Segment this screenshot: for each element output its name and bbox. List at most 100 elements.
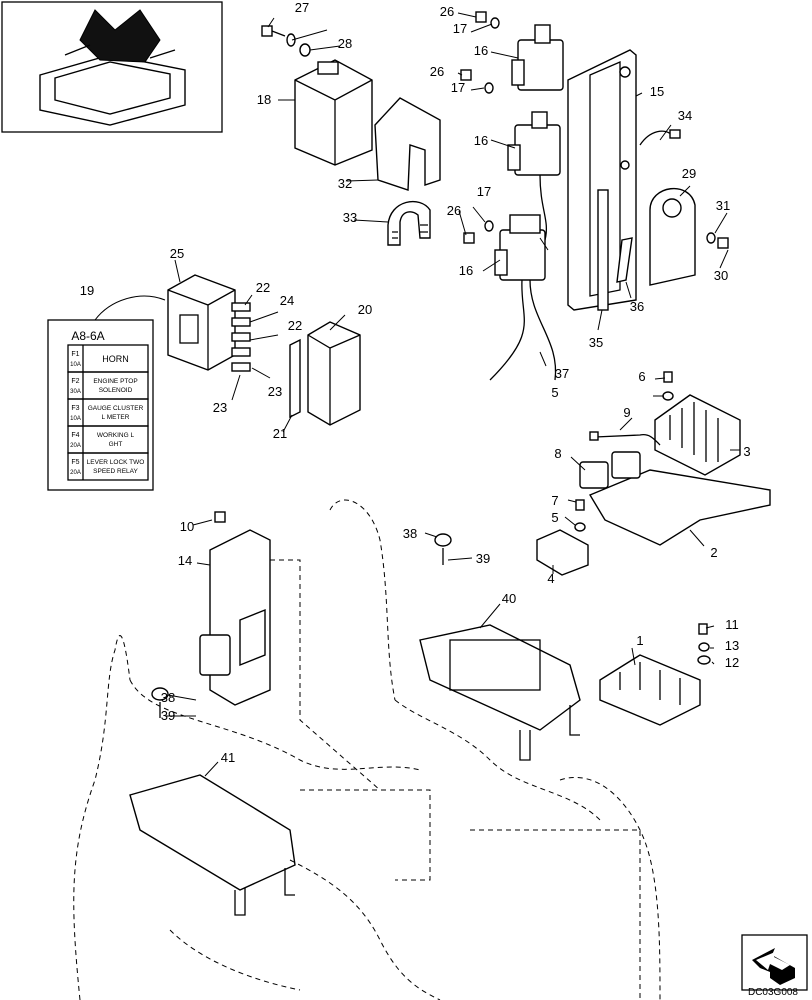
relay-18: [294, 59, 373, 166]
callout-29: 29: [682, 166, 696, 181]
fuse-circuit-label: SPEED RELAY: [93, 468, 138, 475]
callout-16: 16: [474, 43, 488, 58]
callout-27: 27: [295, 0, 309, 15]
fuse-amperage: 10A: [70, 416, 81, 422]
callout-17: 17: [453, 21, 467, 36]
callout-39: 39: [161, 708, 175, 723]
callout-9: 9: [623, 405, 630, 420]
callout-37: 37: [555, 366, 569, 381]
callout-15: 15: [650, 84, 664, 99]
callout-6: 6: [638, 369, 645, 384]
relay-16-bottom: [489, 214, 557, 381]
fuse-label-19: A8-6A F1 10A HORN F2 30A ENGINE PTOP SOLENOID F…: [47, 295, 166, 491]
callout-34: 34: [678, 108, 692, 123]
callout-33: 33: [343, 210, 357, 225]
callout-38: 38: [403, 526, 417, 541]
fuse-amperage: 20A: [70, 470, 81, 476]
callout-31: 31: [716, 198, 730, 213]
fuse-box-25: [167, 274, 236, 371]
callout-23: 23: [268, 384, 282, 399]
callout-41: 41: [221, 750, 235, 765]
callout-4: 4: [547, 571, 554, 586]
drawing-code: DC03G008: [747, 987, 798, 998]
callout-13: 13: [725, 638, 739, 653]
fuse-circuit-label: LEVER LOCK TWO: [87, 459, 145, 466]
fuse-circuit-label: SOLENOID: [99, 387, 133, 394]
callout-11: 11: [725, 617, 739, 632]
fuse-circuit-label: L METER: [102, 414, 130, 421]
fuse-circuit-label: WORKING L: [97, 432, 135, 439]
fuse-id: F2: [71, 378, 79, 385]
callout-23: 23: [213, 400, 227, 415]
callout-32: 32: [338, 176, 352, 191]
fuse-amperage: 30A: [70, 389, 81, 395]
callout-28: 28: [338, 36, 352, 51]
fuse-id: F3: [71, 405, 79, 412]
fuse-id: F4: [71, 432, 79, 439]
callout-21: 21: [273, 426, 287, 441]
fuse-circuit-label: ENGINE PTOP: [93, 378, 137, 385]
navigation-arrow-icon[interactable]: [741, 934, 808, 991]
relay-16-top: [511, 24, 564, 91]
callout-16: 16: [474, 133, 488, 148]
fuse-id: F5: [71, 459, 79, 466]
controller-1: [599, 654, 701, 726]
fuse-amperage: 10A: [70, 362, 81, 368]
callout-17: 17: [477, 184, 491, 199]
fuse-row-cell: [67, 452, 149, 481]
strip-36: [616, 237, 633, 283]
fuse-box-title: A8-6A: [71, 329, 104, 343]
callout-8: 8: [554, 446, 561, 461]
callout-3: 3: [743, 444, 750, 459]
fuse-amperage: 20A: [70, 443, 81, 449]
callout-38: 38: [161, 690, 175, 705]
console-cover-41: [129, 774, 296, 916]
callout-39: 39: [476, 551, 490, 566]
plate-bracket-2: [588, 469, 771, 546]
callout-40: 40: [502, 591, 516, 606]
callout-19: 19: [80, 283, 94, 298]
callout-1: 1: [636, 633, 643, 648]
machine-overview-inset: [1, 1, 223, 133]
callout-12: 12: [725, 655, 739, 670]
callout-30: 30: [714, 268, 728, 283]
callout-10: 10: [180, 519, 194, 534]
hardware-bolts: [151, 11, 729, 718]
regulator-3: [654, 394, 741, 476]
callout-22: 22: [288, 318, 302, 333]
relay-mount-14: [199, 529, 271, 706]
callout-20: 20: [358, 302, 372, 317]
fuse-id: F1: [71, 351, 79, 358]
cab-outline-dashed: [73, 499, 661, 1000]
controller-4: [536, 529, 589, 576]
relay-16-middle: [507, 111, 561, 241]
callout-26: 26: [430, 64, 444, 79]
connector-8: [579, 451, 641, 489]
fuse-circuit-label: HORN: [102, 354, 129, 364]
callout-26: 26: [440, 4, 454, 19]
callout-25: 25: [170, 246, 184, 261]
callout-14: 14: [178, 553, 192, 568]
callout-2: 2: [710, 545, 717, 560]
callout-36: 36: [630, 299, 644, 314]
callout-16: 16: [459, 263, 473, 278]
callout-18: 18: [257, 92, 271, 107]
harness-34: [639, 129, 681, 146]
relay-20: [307, 321, 361, 426]
harness-9: [589, 431, 661, 446]
callout-5: 5: [551, 385, 558, 400]
bracket-21: [289, 338, 301, 419]
leader-lines: [165, 12, 740, 777]
callout-5: 5: [551, 510, 558, 525]
callout-24: 24: [280, 293, 294, 308]
callout-35: 35: [589, 335, 603, 350]
switch-panel-40: [419, 624, 581, 761]
cover-29: [649, 188, 696, 286]
relay-cover-32: [374, 97, 441, 191]
callout-22: 22: [256, 280, 270, 295]
callout-numbers: 1234556789101112131415161616171717181920…: [80, 0, 751, 765]
callout-26: 26: [447, 203, 461, 218]
fuse-circuit-label: GHT: [109, 441, 123, 448]
